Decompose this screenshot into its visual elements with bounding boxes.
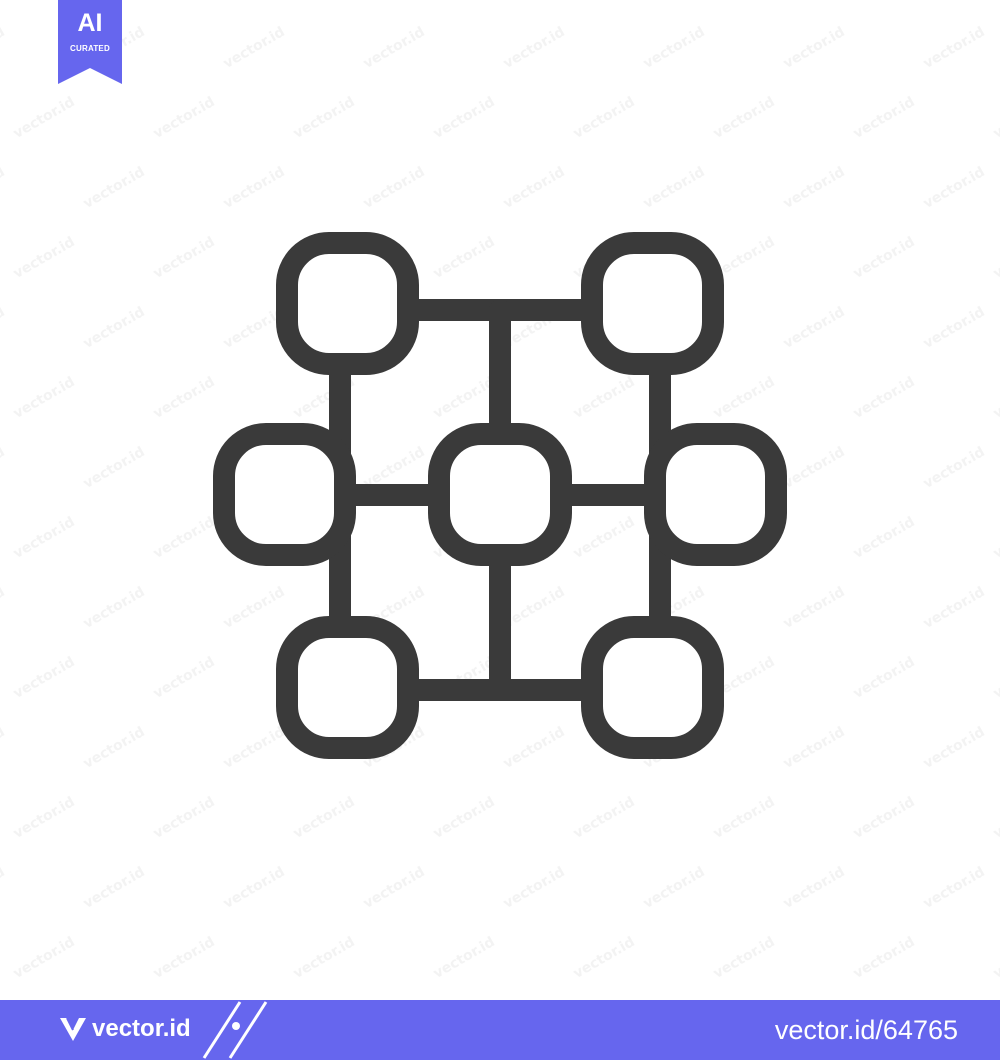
network-grid-icon	[213, 232, 787, 759]
image-id-label: vector.id/64765	[774, 1015, 958, 1045]
node-center	[428, 423, 572, 566]
badge-sub-label: CURATED	[70, 44, 110, 53]
node-bottom-left	[276, 616, 419, 759]
node-middle-left	[213, 423, 356, 566]
badge-main-label: AI	[77, 9, 103, 37]
footer-logo: vector.id	[58, 1014, 191, 1044]
node-top-right	[581, 232, 724, 375]
node-middle-right	[644, 423, 787, 566]
footer-logo-text: vector.id	[92, 1015, 191, 1042]
slash-decoration-icon	[202, 1001, 268, 1059]
ai-curated-badge: AI CURATED	[58, 0, 122, 84]
badge-ribbon-shape	[58, 0, 122, 84]
footer-bar: vector.id vector.id/64765	[0, 1000, 1000, 1060]
node-bottom-right	[581, 616, 724, 759]
node-top-left	[276, 232, 419, 375]
vector-v-logo-icon	[60, 1017, 86, 1041]
